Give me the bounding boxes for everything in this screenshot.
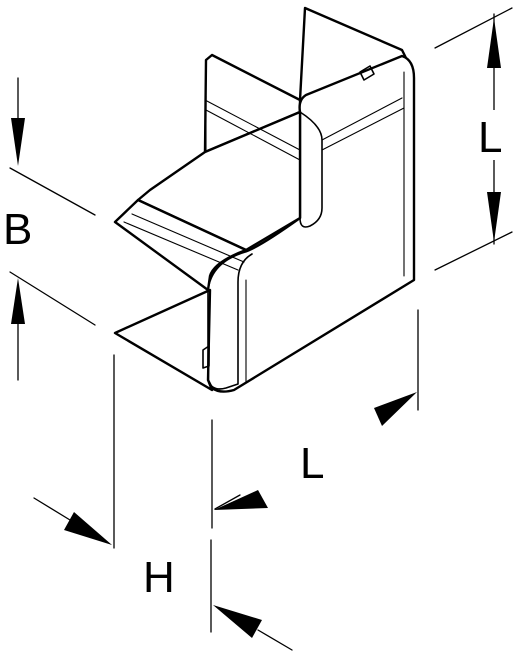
dim-L2-arrow-right (374, 392, 417, 426)
dim-B-arrow-bottom (11, 278, 25, 324)
dimension-L-horizontal: L (211, 309, 419, 529)
dim-H-arrow-right (213, 605, 262, 638)
front-groove (321, 97, 405, 151)
dim-H-label: H (143, 553, 175, 602)
elbow-part (113, 6, 416, 393)
dim-H-leader-right (257, 629, 293, 651)
dim-L-extension-bottom (434, 231, 513, 271)
dim-L-label-bg (476, 110, 512, 160)
dim-L2-leader-left (214, 494, 241, 510)
dim-L-extension-top (434, 7, 513, 49)
base-flange (113, 288, 214, 392)
dim-L-horizontal-label: L (300, 439, 324, 488)
dim-L-arrow-bottom (487, 192, 501, 242)
upper-arm-ridge (204, 95, 301, 161)
lower-arm-groove (123, 213, 245, 271)
dimension-L-vertical: L (434, 7, 513, 271)
front-face (206, 54, 416, 393)
dimension-H: H (33, 354, 293, 651)
front-post (207, 253, 253, 390)
dim-B-label: B (3, 205, 32, 254)
corner-seam (299, 111, 323, 228)
dim-L-arrow-top (487, 18, 501, 68)
dim-B-extension-top (9, 167, 96, 216)
dim-L2-arrow-left (214, 490, 268, 510)
dim-B-arrow-top (11, 118, 25, 166)
dim-B-extension-bottom (9, 271, 96, 326)
dim-H-leader-left (33, 497, 71, 521)
clip-tab-left (202, 345, 210, 369)
dim-L-vertical-label: L (478, 113, 502, 162)
dim-H-arrow-left (64, 512, 112, 545)
clip-tab-right (359, 65, 375, 81)
dimension-B: B (3, 77, 96, 381)
